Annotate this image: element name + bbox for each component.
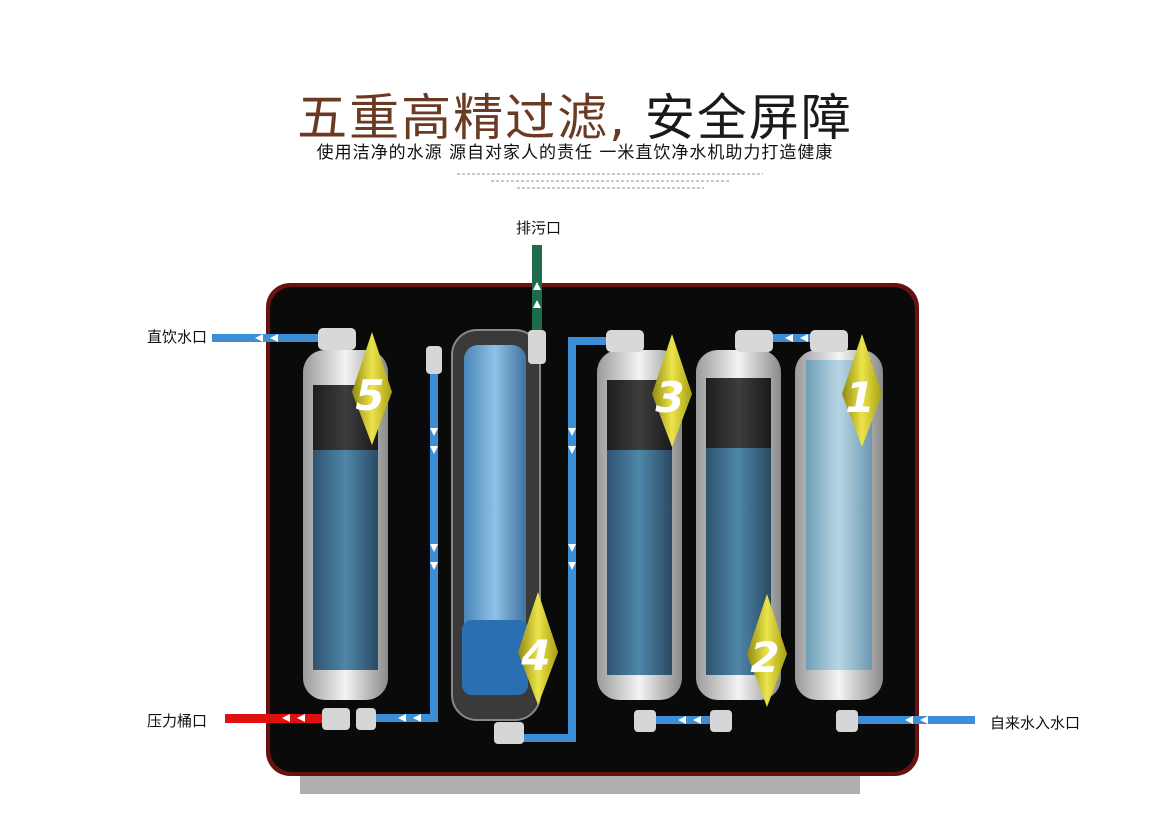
drain-arrow [533,282,541,290]
subtitle: 使用洁净的水源 源自对家人的责任 一米直饮净水机助力打造健康 [316,143,834,163]
hot-pipe [225,714,325,723]
badge-2 [747,594,787,707]
decorative-text-lines [440,168,780,198]
stage-2-number: 2 [750,633,779,682]
direct-drink-label: 直饮水口 [147,328,208,346]
filter-4-ro-membrane [451,329,541,721]
badge-3 [652,334,692,447]
stage-1-number: 1 [845,373,874,422]
flow-arrows [255,334,928,724]
stage-4-number: 4 [520,631,550,680]
drain-label: 排污口 [516,219,562,237]
tap-inlet-label: 自来水入水口 [990,714,1081,732]
pipe-fittings [322,330,858,744]
stage-3-number: 3 [655,373,684,422]
title-part1: 五重高精过滤, [297,89,627,147]
drain-pipe [532,245,542,340]
cabinet-shadow [300,776,860,794]
drain-arrow [533,300,541,308]
title-part2: 安全屏障 [644,89,853,147]
stage-badges [352,332,882,707]
main-title: 五重高精过滤, 安全屏障 [0,78,1150,150]
badge-4 [518,592,558,705]
stage-5-number: 5 [355,371,384,420]
badge-1 [842,334,882,447]
pressure-tank-label: 压力桶口 [147,712,208,730]
badge-5 [352,332,392,445]
